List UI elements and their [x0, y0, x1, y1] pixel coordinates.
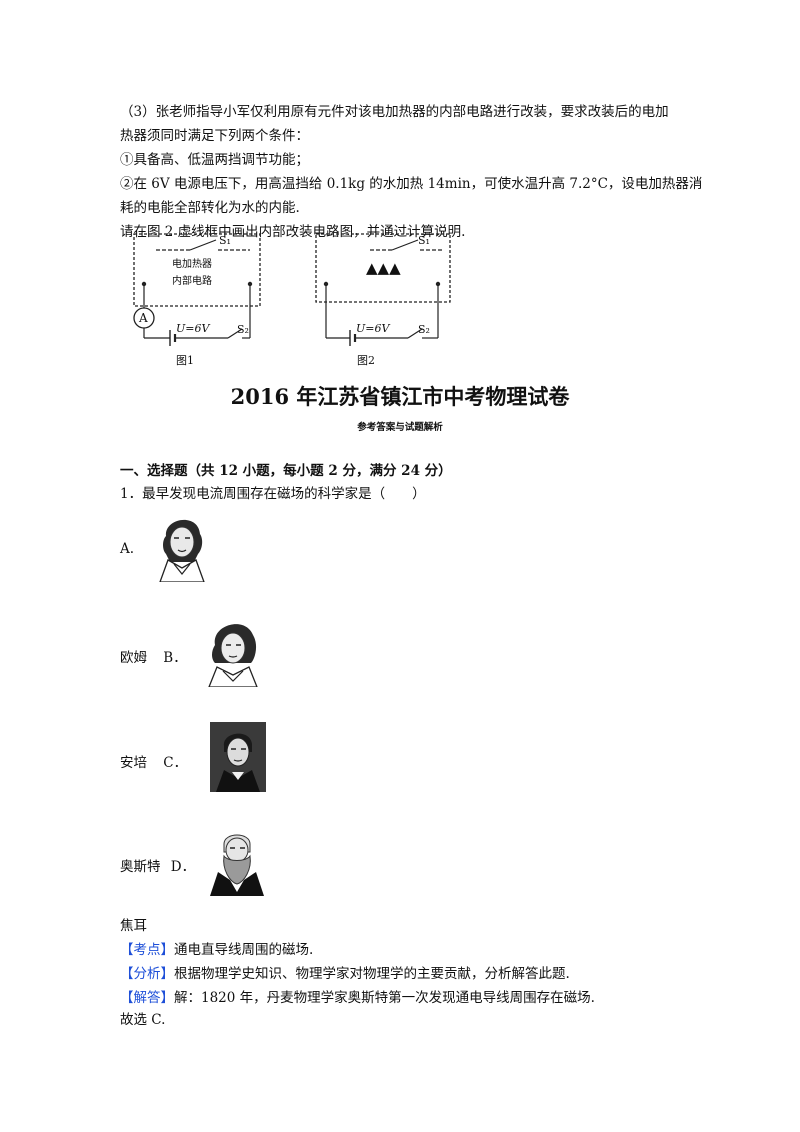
kaodian-row: 【考点】通电直导线周围的磁场. — [120, 938, 313, 958]
option-d: 奥斯特 D． — [120, 855, 195, 875]
question-1: 1．最早发现电流周围存在磁场的科学家是（ ） — [120, 486, 426, 502]
fig1-switch-s2-label: S₂ — [237, 323, 249, 336]
fig1-switch-s1-label: S₁ — [219, 234, 231, 247]
option-a-letter: A. — [120, 541, 135, 557]
option-d-prefix: 奥斯特 — [120, 859, 161, 875]
option-b-letter: B． — [163, 650, 187, 666]
figure-1-circuit — [120, 228, 270, 370]
kaodian-tag: 【考点】 — [120, 942, 174, 958]
switch-icon — [407, 328, 423, 339]
dashed-box — [133, 233, 261, 307]
jieda-row: 【解答】解：1820 年，丹麦物理学家奥斯特第一次发现通电导线周围存在磁场. — [120, 986, 595, 1006]
fig2-switch-s2-label: S₂ — [418, 323, 430, 336]
figure-2-diagram — [315, 233, 451, 346]
switch-icon — [227, 328, 243, 339]
portrait-d-image — [208, 826, 266, 896]
option-d-letter: D． — [170, 859, 196, 875]
problem-line-4: ②在 6V 电源电压下，用高温挡给 0.1kg 的水加热 14min，可使水温升… — [120, 176, 703, 192]
option-c-prefix: 安培 — [120, 755, 147, 771]
problem-line-5: 耗的电能全部转化为水的内能. — [120, 200, 300, 216]
fenxi-tag: 【分析】 — [120, 966, 174, 982]
fenxi-row: 【分析】根据物理学史知识、物理学家对物理学的主要贡献，分析解答此题. — [120, 962, 570, 982]
fig2-placeholder: ▲▲▲ — [366, 259, 401, 277]
portrait-b-image — [205, 615, 261, 688]
fig2-caption: 图2 — [357, 354, 375, 367]
option-c: 安培 C． — [120, 751, 187, 771]
section-heading: 一、选择题（共 12 小题，每小题 2 分，满分 24 分） — [120, 463, 452, 479]
fig2-switch-s1-label: S₁ — [418, 234, 430, 247]
dashed-box — [315, 233, 451, 303]
jieda-tag: 【解答】 — [120, 990, 174, 1006]
fig1-caption: 图1 — [176, 354, 194, 367]
jieda-text: 解：1820 年，丹麦物理学家奥斯特第一次发现通电导线周围存在磁场. — [174, 990, 595, 1006]
paper-title: 2016 年江苏省镇江市中考物理试卷 — [230, 384, 570, 409]
option-b: 欧姆 B． — [120, 646, 187, 666]
fig1-box-text-1: 电加热器 — [172, 259, 212, 270]
problem-line-3: ①具备高、低温两挡调节功能； — [120, 152, 309, 168]
portrait-c-image — [210, 722, 266, 792]
option-a: A. — [120, 541, 134, 557]
problem-line-2: 热器须同时满足下列两个条件： — [120, 128, 309, 144]
figure-2-circuit — [310, 228, 460, 370]
fig1-voltage-label: U=6V — [176, 322, 210, 335]
fig1-box-text-2: 内部电路 — [172, 276, 212, 287]
figure-1-diagram — [133, 233, 261, 346]
conclusion: 故选 C. — [120, 1012, 166, 1028]
problem-line-1: （3）张老师指导小军仅利用原有元件对该电加热器的内部电路进行改装，要求改装后的电… — [120, 104, 669, 120]
option-b-prefix: 欧姆 — [120, 650, 147, 666]
option-c-letter: C． — [163, 755, 188, 771]
problem-line-6: 请在图 2 虚线框中画出内部改装电路图，并通过计算说明. — [120, 224, 466, 240]
fig2-voltage-label: U=6V — [356, 322, 390, 335]
portrait-a-image — [154, 510, 210, 583]
fig1-ammeter-label: A — [139, 311, 148, 325]
paper-subtitle: 参考答案与试题解析 — [357, 422, 443, 433]
fenxi-text: 根据物理学史知识、物理学家对物理学的主要贡献，分析解答此题. — [174, 966, 570, 982]
option-d-name: 焦耳 — [120, 918, 147, 934]
kaodian-text: 通电直导线周围的磁场. — [174, 942, 314, 958]
